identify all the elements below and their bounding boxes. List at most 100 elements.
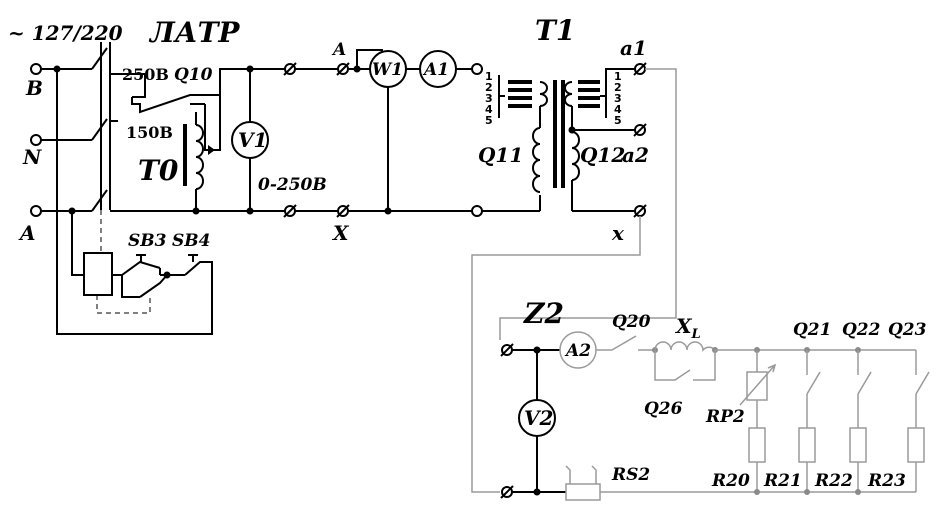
terminal-n-label: N (22, 145, 42, 169)
r20-label: R20 (711, 471, 750, 491)
mechanical-link (96, 295, 151, 314)
tap-s3: 3 (614, 92, 622, 105)
wire-a1-to-z2 (499, 68, 677, 340)
t1-secondary-taps: 1 2 3 4 5 (614, 70, 622, 127)
tap-link (132, 74, 146, 98)
pushbutton-caps (136, 254, 198, 262)
sb4-label: SB4 (172, 231, 210, 251)
q12-label: Q12 (580, 143, 625, 167)
inductor-xl (654, 341, 716, 352)
latr-label: ЛАТР (148, 16, 240, 49)
tap-p1: 1 (485, 70, 493, 83)
terminal-b-label: B (25, 76, 43, 100)
r21-label: R21 (763, 471, 802, 491)
sb3-label: SB3 (128, 231, 167, 251)
q21-label: Q21 (793, 320, 831, 340)
terminal-t1-primary-x (471, 205, 483, 217)
wire-x-to-z2 (471, 216, 641, 493)
t1-secondary-upper (564, 81, 573, 107)
t0-label: T0 (138, 154, 179, 187)
main-switch[interactable] (91, 42, 111, 212)
load-z2-section (500, 331, 930, 501)
r22-label: R22 (814, 471, 853, 491)
secondary-terminals (633, 62, 647, 218)
v1-label: V1 (238, 128, 267, 152)
xl-subscript: L (691, 327, 701, 342)
q20-label: Q20 (612, 312, 651, 332)
wire (121, 275, 140, 298)
tap-p3: 3 (485, 92, 493, 105)
terminal-a-supply (30, 205, 42, 217)
t0-core (183, 124, 187, 186)
switch-q20[interactable] (611, 335, 637, 351)
q23-label: Q23 (888, 320, 927, 340)
z2-label: Z2 (523, 297, 564, 330)
resistor-r20 (748, 427, 766, 463)
supply-section (30, 42, 290, 335)
terminal-x-label: X (331, 221, 350, 245)
hold-contact (139, 274, 168, 298)
v2-label: V2 (524, 406, 554, 430)
switch-q26[interactable] (654, 350, 691, 381)
tap-p5: 5 (485, 114, 493, 127)
terminal-b (30, 63, 42, 75)
wire-ctrl-a (71, 211, 84, 276)
tap-250-label: 250В (122, 65, 169, 84)
w1-label: W1 (372, 60, 403, 80)
q26-label: Q26 (644, 399, 683, 419)
tap-selector-lever[interactable] (131, 68, 250, 114)
node (192, 207, 200, 215)
contactor-coil (83, 252, 113, 296)
t1-primary-winding (532, 127, 541, 193)
rs2-label: RS2 (611, 465, 650, 485)
voltmeter-v1 (231, 121, 269, 159)
t1-secondary-winding (571, 131, 580, 181)
terminal-a-label: A (331, 40, 346, 60)
t0-wiper[interactable] (204, 104, 215, 151)
clamp-terminals (283, 62, 350, 218)
labels: ~ 127/220 ЛАТР T1 B N A 250В 150В Q10 T0… (8, 14, 927, 491)
range-label: 0-250В (258, 175, 327, 195)
a1-terminal-label: a1 (620, 36, 647, 60)
rp2-label: RP2 (705, 407, 745, 427)
autotransformer-t0 (183, 95, 221, 215)
x-terminal-label: x (611, 221, 625, 245)
transformer-t1 (498, 68, 640, 212)
t0-wiper-arrow (208, 145, 215, 155)
xl-symbol: X (674, 314, 693, 338)
tap-s4: 4 (614, 103, 622, 116)
t1-core-right (561, 80, 565, 188)
switch-q21[interactable] (806, 371, 821, 395)
wire-ctrl-return (56, 69, 213, 335)
tap-p2: 2 (485, 81, 493, 94)
switch-q23[interactable] (915, 371, 930, 395)
terminal-a-supply-label: A (18, 221, 36, 245)
t1-label: T1 (535, 14, 575, 47)
resistor-r22 (849, 427, 867, 463)
shunt-rs2 (565, 483, 601, 501)
resistor-r21 (798, 427, 816, 463)
t0-winding (195, 124, 204, 190)
a2-meter-label: A2 (564, 341, 591, 361)
tap-s2: 2 (614, 81, 622, 94)
sb3-contact[interactable] (121, 260, 161, 276)
q10-label: Q10 (174, 65, 213, 85)
terminal-t1-primary-1 (471, 63, 483, 75)
tap-p4: 4 (485, 103, 493, 116)
q22-label: Q22 (842, 320, 881, 340)
resistor-r23 (907, 427, 925, 463)
node (163, 271, 171, 279)
a1-label: A1 (422, 60, 449, 80)
switch-q22[interactable] (857, 371, 872, 395)
q11-label: Q11 (478, 143, 523, 167)
node (384, 207, 392, 215)
sb4-contact[interactable] (184, 261, 213, 276)
t1-primary-taps: 1 2 3 4 5 (485, 70, 493, 127)
t1-primary-upper (539, 81, 548, 107)
tap-s1: 1 (614, 70, 622, 83)
xl-label: XL (674, 314, 701, 342)
t1-core-left (553, 80, 557, 188)
a2-terminal-label: a2 (622, 143, 649, 167)
tap-s5: 5 (614, 114, 622, 127)
